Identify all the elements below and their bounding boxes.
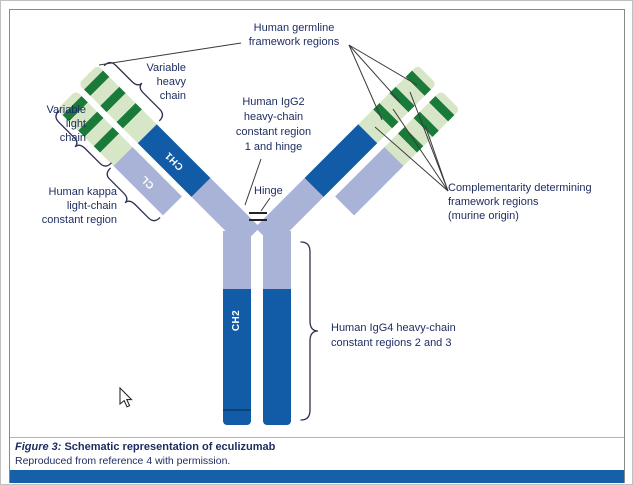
label-line: Human IgG4 heavy-chain [331, 322, 456, 334]
cursor-arrow-icon [119, 387, 133, 408]
label-line: Complementarity determining [448, 182, 592, 194]
figure-credit: Reproduced from reference 4 with permiss… [15, 455, 231, 467]
ch2-label: CH2 [231, 309, 243, 331]
hinge-disulfide-bar [249, 219, 267, 221]
label-line: light-chain [66, 200, 117, 212]
label-line: Human germline [253, 22, 335, 34]
kappa-constant-region-label: Human kappa light-chain constant region [7, 185, 117, 227]
figure-title: Schematic representation of eculizumab [64, 441, 276, 453]
right-heavy-chain-leg [263, 231, 291, 425]
label-line: Hinge [254, 185, 283, 197]
mouse-cursor [119, 387, 133, 408]
cdr-framework-label: Complementarity determining framework re… [448, 181, 620, 223]
label-line: (murine origin) [448, 210, 519, 222]
figure-number: Figure 3: [15, 441, 62, 453]
germline-framework-label: Human germline framework regions [231, 21, 357, 49]
ch1-label: CH1 [162, 149, 186, 173]
hinge-disulfide-bar [249, 212, 267, 214]
label-line: constant regions 2 and 3 [331, 337, 452, 349]
label-line: 1 and hinge [244, 141, 303, 153]
label-line: chain [59, 132, 86, 144]
label-line: constant region [235, 126, 312, 138]
igg2-constant-region-label: Human IgG2 heavy-chain constant region 1… [226, 95, 321, 155]
ch2-segment: CH2 [223, 289, 251, 351]
cl-label: CL [138, 172, 157, 191]
label-line: heavy-chain [243, 111, 304, 123]
caption-divider [10, 437, 624, 438]
label-line: Human IgG2 [242, 96, 305, 108]
igg4-constant-regions-label: Human IgG4 heavy-chain constant regions … [331, 321, 511, 351]
label-line: light [65, 118, 86, 130]
variable-heavy-chain-label: Variable heavy chain [106, 61, 186, 103]
ch3-segment: CH3 [223, 411, 251, 425]
label-line: Variable [46, 104, 86, 116]
ch2-ch3-divider [223, 409, 251, 411]
label-line: constant region [41, 214, 117, 226]
variable-light-chain-label: Variable light chain [26, 103, 86, 145]
label-line: framework regions [448, 196, 539, 208]
label-line: heavy [156, 76, 186, 88]
igg4-constant-region [263, 289, 291, 425]
figure-caption: Figure 3:Schematic representation of ecu… [15, 441, 275, 453]
page-footer-bar [10, 470, 624, 483]
igg4-constant-region: CH2 CH3 [223, 289, 251, 425]
label-line: chain [159, 90, 186, 102]
label-line: Variable [146, 62, 186, 74]
label-line: framework regions [248, 36, 340, 48]
label-line: Human kappa [48, 186, 118, 198]
left-heavy-chain-leg: CH2 CH3 [223, 231, 251, 425]
hinge-label: Hinge [254, 184, 298, 198]
